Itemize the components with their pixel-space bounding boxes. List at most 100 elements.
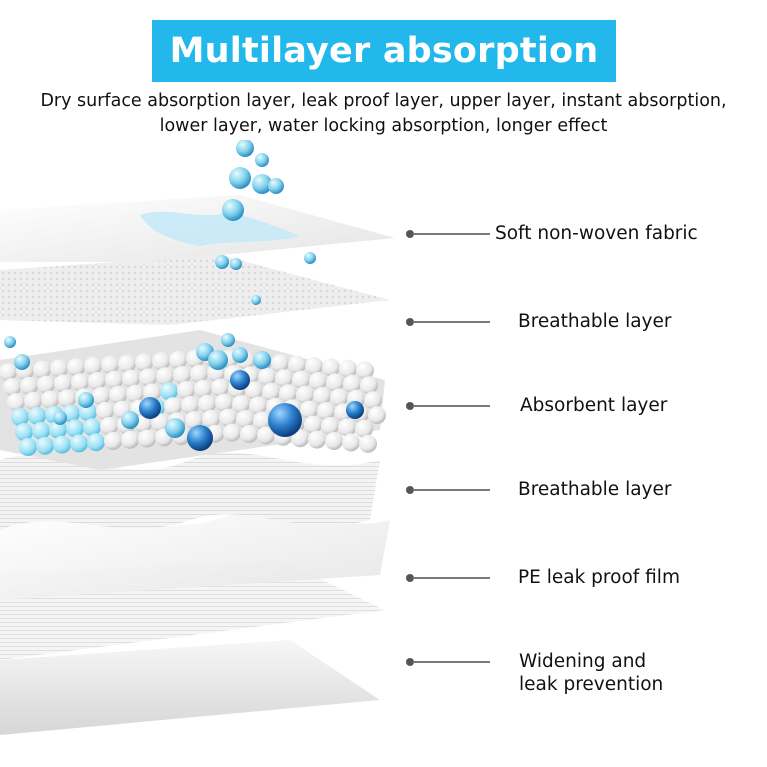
- title-banner: Multilayer absorption: [152, 20, 616, 82]
- label-leak-prevention: leak prevention: [519, 674, 664, 695]
- bead: [66, 419, 84, 438]
- water-droplet: [252, 174, 272, 194]
- bead: [67, 358, 85, 377]
- bead: [322, 358, 340, 377]
- bead: [28, 406, 46, 425]
- water-droplet: [253, 351, 271, 369]
- bead: [50, 359, 68, 378]
- bead: [364, 391, 382, 410]
- callout-dot: [406, 658, 414, 666]
- bead: [262, 382, 280, 401]
- water-droplet: [222, 199, 244, 221]
- bead: [104, 432, 122, 450]
- bead: [215, 393, 233, 412]
- bead: [198, 394, 216, 413]
- bead: [368, 406, 386, 425]
- bead: [338, 418, 356, 437]
- bead: [105, 370, 123, 389]
- bead: [177, 381, 195, 399]
- breathable-layer-1: [0, 255, 390, 325]
- bead: [275, 369, 293, 388]
- bead: [11, 408, 29, 426]
- bead: [24, 391, 42, 410]
- bead: [15, 423, 33, 441]
- bead: [121, 430, 139, 449]
- subtitle: Dry surface absorption layer, leak proof…: [0, 89, 767, 139]
- water-droplet: [14, 354, 30, 370]
- water-droplet: [230, 258, 242, 270]
- water-droplet: [215, 255, 229, 269]
- bead: [96, 402, 114, 420]
- callout-non-woven: Soft non-woven fabric: [406, 222, 767, 246]
- label-widening: Widening and: [519, 651, 647, 672]
- bead: [169, 351, 187, 369]
- water-droplets: [4, 140, 316, 438]
- callout-pe-film: PE leak proof film: [406, 566, 767, 590]
- bead: [37, 375, 55, 394]
- bead: [330, 388, 348, 407]
- absorbed-droplet: [139, 397, 161, 419]
- water-droplet: [255, 153, 269, 167]
- bead: [53, 435, 71, 454]
- water-droplet: [304, 252, 316, 264]
- bead: [211, 378, 229, 397]
- water-droplet: [78, 392, 94, 408]
- bead: [173, 366, 191, 384]
- bead: [300, 400, 318, 419]
- bead: [271, 354, 289, 373]
- bead: [135, 353, 153, 372]
- callout-dot: [406, 318, 414, 326]
- bead: [101, 355, 119, 374]
- bead: [236, 410, 254, 428]
- bead: [139, 368, 157, 387]
- bead: [32, 421, 50, 440]
- bead: [296, 385, 314, 404]
- bead: [194, 379, 212, 398]
- bead: [360, 376, 378, 395]
- bead: [122, 369, 140, 388]
- bead: [92, 387, 110, 405]
- bead: [41, 390, 59, 409]
- callout-line: [413, 405, 490, 407]
- water-droplet: [208, 350, 228, 370]
- bead: [343, 374, 361, 393]
- bead: [185, 411, 203, 429]
- absorbed-droplet: [268, 403, 302, 437]
- bead: [138, 429, 156, 448]
- absorbed-droplet: [187, 425, 213, 451]
- water-droplet: [165, 418, 185, 438]
- callout-breathable-1: Breathable layer: [406, 310, 767, 334]
- bead: [190, 364, 208, 383]
- callout-breathable-2: Breathable layer: [406, 478, 767, 502]
- bead: [33, 360, 51, 379]
- bead: [305, 357, 323, 375]
- bead: [181, 396, 199, 414]
- bead: [49, 420, 67, 439]
- bead: [202, 409, 220, 428]
- bead: [152, 352, 170, 371]
- bead: [355, 419, 373, 438]
- bead: [160, 382, 178, 401]
- bead: [359, 434, 377, 453]
- absorbed-droplet: [346, 401, 364, 419]
- bead: [304, 415, 322, 434]
- water-droplet: [229, 167, 251, 189]
- bead: [164, 397, 182, 416]
- callout-line: [413, 661, 490, 663]
- callout-line: [413, 577, 490, 579]
- bead: [321, 417, 339, 435]
- widening-layer: [0, 640, 380, 735]
- water-droplet: [4, 336, 16, 348]
- page-title: Multilayer absorption: [169, 31, 599, 71]
- bead: [36, 436, 54, 455]
- callout-widening: Widening and leak prevention: [406, 650, 767, 700]
- bead: [109, 385, 127, 404]
- subtitle-line-1: Dry surface absorption layer, leak proof…: [40, 91, 727, 111]
- bead: [219, 408, 237, 427]
- bead: [313, 387, 331, 405]
- bead: [126, 384, 144, 403]
- bead: [308, 430, 326, 449]
- bead: [3, 378, 21, 396]
- bead: [7, 393, 25, 411]
- bead: [249, 396, 267, 415]
